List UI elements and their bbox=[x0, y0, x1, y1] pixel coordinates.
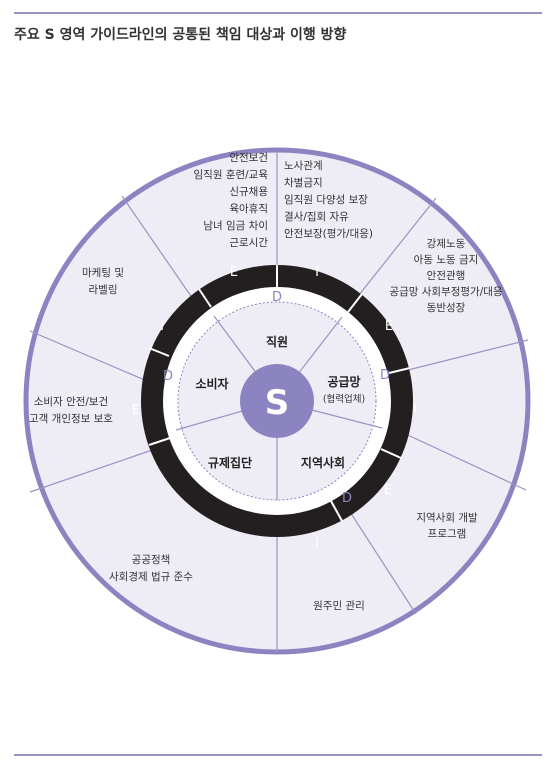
divider bbox=[354, 197, 437, 301]
segment-employee: 직원 bbox=[266, 334, 288, 349]
outer-label-line: 지역사회 개발 bbox=[416, 512, 478, 524]
outer-label-line: 노사관계 bbox=[284, 160, 323, 172]
divider bbox=[121, 195, 196, 303]
outer-label-line: 고객 개인정보 보호 bbox=[29, 413, 113, 425]
outer-label-line: 프로그램 bbox=[428, 528, 467, 540]
outer-label-line: 공공정책 bbox=[132, 554, 171, 566]
segment-supply: 공급망 bbox=[327, 375, 360, 389]
ring-gaps bbox=[148, 265, 411, 522]
outer-label-line: 라벨링 bbox=[89, 284, 118, 296]
outer-label-line: 소비자 안전/보건 bbox=[34, 396, 109, 408]
outer-label-line: 임직원 다양성 보장 bbox=[284, 193, 368, 206]
ring-gap bbox=[347, 293, 363, 313]
ring-gap bbox=[198, 288, 212, 308]
ring-letter-d: D bbox=[272, 290, 282, 305]
divider bbox=[340, 497, 417, 615]
ring-gap bbox=[148, 347, 170, 357]
ring-letter-i: I bbox=[315, 536, 319, 551]
outer-label-line: 근로시간 bbox=[229, 237, 268, 249]
outer-label-line: 임직원 훈련/교육 bbox=[194, 168, 269, 181]
outer-label-line: 육아휴직 bbox=[229, 203, 268, 215]
outer-label-line: 사회경제 법규 준수 bbox=[109, 570, 193, 583]
outer-label-line: 남녀 임금 차이 bbox=[203, 219, 268, 232]
outer-label-line: 마케팅 및 bbox=[82, 267, 124, 279]
ring-letter-d: D bbox=[380, 368, 390, 383]
ring-letter-e: E bbox=[384, 483, 392, 498]
outer-label-line: 결사/집회 자유 bbox=[284, 211, 349, 223]
ring-letter-d: D bbox=[342, 491, 352, 506]
divider bbox=[29, 446, 162, 493]
ring-letter-i: I bbox=[315, 265, 319, 280]
core-circle bbox=[240, 364, 314, 438]
divider bbox=[399, 339, 529, 373]
ring-letter-i: I bbox=[160, 319, 164, 334]
segment-consumer: 소비자 bbox=[195, 376, 228, 391]
core-label: S bbox=[265, 383, 290, 423]
ring-letter-i: I bbox=[413, 402, 417, 417]
outer-label-line: 안전보건 bbox=[229, 152, 268, 164]
outer-label-line: 동반성장 bbox=[427, 302, 466, 314]
outer-label-line: 안전관행 bbox=[427, 270, 466, 282]
ring-letter-e: E bbox=[230, 265, 238, 280]
outer-label-line: 차별금지 bbox=[284, 177, 323, 189]
ring-letter-e: E bbox=[385, 319, 393, 334]
segment-community: 지역사회 bbox=[301, 455, 345, 470]
top-rule bbox=[14, 12, 542, 14]
ring-letter-d: D bbox=[163, 369, 173, 384]
outer-label-line: 신규채용 bbox=[229, 186, 268, 198]
segment-supply-sub: (협력업체) bbox=[323, 393, 365, 405]
ring-gap bbox=[388, 367, 411, 374]
divider bbox=[396, 429, 527, 491]
outer-label-line: 공급망 사회부정평가/대응 bbox=[389, 286, 502, 298]
outer-community-indigenous: 원주민 관리 bbox=[313, 600, 365, 612]
divider bbox=[29, 330, 155, 385]
outer-label-line: 강제노동 bbox=[427, 238, 466, 250]
segment-regulator: 규제집단 bbox=[208, 455, 252, 470]
page-title: 주요 S 영역 가이드라인의 공통된 책임 대상과 이행 방향 bbox=[14, 27, 347, 43]
bottom-rule bbox=[14, 754, 542, 756]
outer-dividers bbox=[29, 152, 529, 652]
ring-gap bbox=[380, 448, 402, 459]
outer-label-line: 안전보장(평가/대응) bbox=[284, 228, 373, 240]
ring-gap bbox=[148, 437, 171, 446]
outer-label-line: 아동 노동 금지 bbox=[414, 254, 479, 266]
ring-gap bbox=[330, 500, 343, 522]
ring-letter-e: E bbox=[132, 403, 140, 418]
outer-label-line: 원주민 관리 bbox=[313, 600, 365, 612]
